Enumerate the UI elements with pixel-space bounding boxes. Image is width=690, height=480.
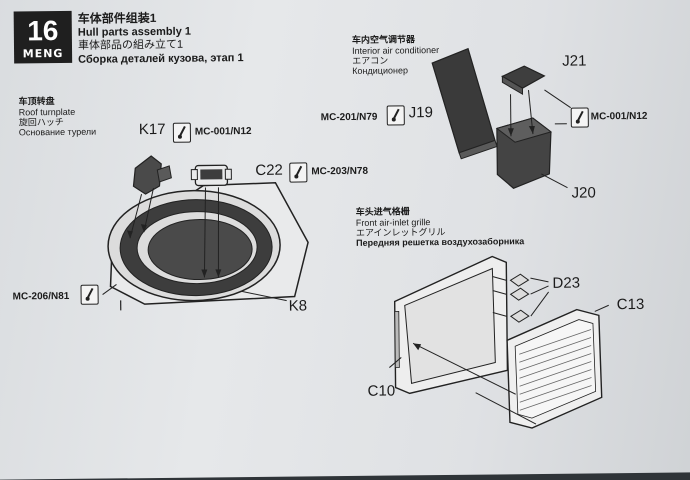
roof-turnplate-drawing (107, 182, 308, 310)
part-label-d23: D23 (552, 276, 580, 293)
grille-label-ru: Передняя решетка воздухозаборника (356, 237, 524, 249)
grille-label-zh: 车头进气格栅 (356, 207, 410, 217)
title-ja: 車体部品の組み立て1 (78, 39, 183, 52)
air-conditioner-drawing (432, 48, 571, 189)
part-label-c22: C22 (255, 163, 283, 180)
paint-code-j19: MC-201/N79 (321, 112, 378, 124)
part-label-j20: J20 (571, 185, 595, 202)
k8-paint-leader (102, 284, 116, 294)
paint-brush-icon (80, 285, 98, 305)
title-zh: 车体部件组装1 (78, 12, 157, 26)
paint-code-k17: MC-001/N12 (195, 126, 252, 138)
paint-brush-icon (387, 105, 405, 125)
title-ru: Сборка деталей кузова, этап 1 (78, 52, 244, 66)
title-en: Hull parts assembly 1 (78, 26, 191, 39)
part-label-c10: C10 (368, 384, 396, 401)
roof-label-zh: 车顶转盘 (19, 97, 55, 107)
aircon-label-ru: Кондиционер (352, 66, 408, 76)
paint-code-c22: MC-203/N78 (311, 166, 368, 178)
paint-brush-icon (173, 123, 191, 143)
aircon-label-zh: 车内空气调节器 (352, 35, 415, 46)
step-number: 16 (14, 15, 72, 48)
part-label-j21: J21 (562, 53, 586, 70)
part-label-c13: C13 (617, 297, 645, 314)
paint-code-k8: MC-206/N81 (13, 291, 70, 303)
brand-logo: MENG (14, 47, 72, 61)
paint-brush-icon (289, 162, 307, 182)
part-label-k8: K8 (289, 298, 308, 315)
paint-code-j20: MC-001/N12 (591, 111, 648, 123)
roof-label-ru: Основание турели (19, 128, 96, 139)
part-label-j19: J19 (409, 105, 433, 122)
step-badge: 16 MENG (14, 11, 73, 64)
part-label-k17: K17 (139, 122, 166, 139)
paint-brush-icon (571, 107, 589, 127)
